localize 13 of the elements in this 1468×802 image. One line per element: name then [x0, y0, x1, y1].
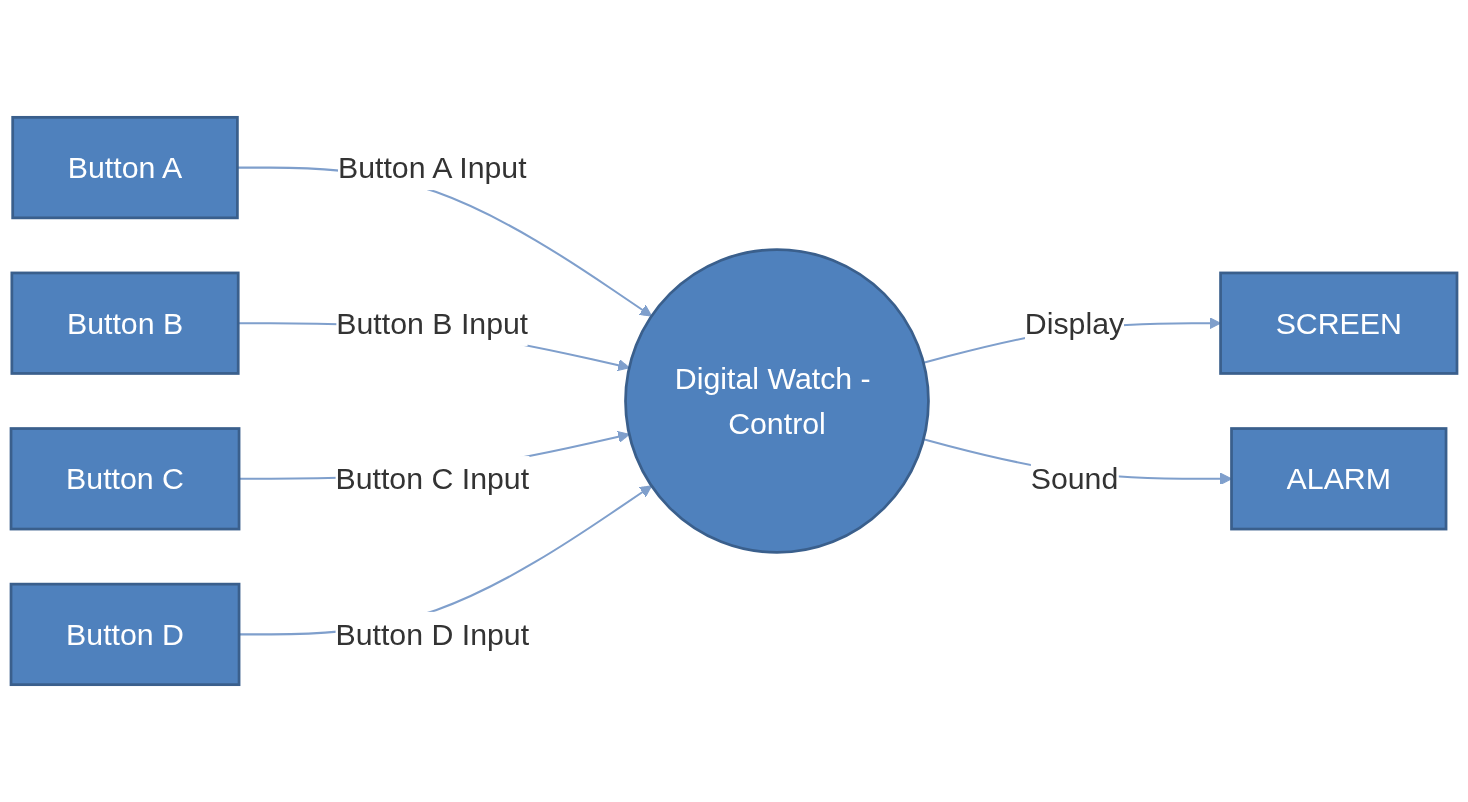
edge-label: Button B Input — [336, 305, 529, 341]
node-box: SCREEN — [1219, 271, 1459, 375]
edge-label: Display — [1024, 305, 1125, 341]
edge-label: Button A Input — [337, 150, 527, 185]
edge-label: Button C Input — [335, 461, 530, 497]
node-box: Button B — [10, 271, 240, 375]
node-box: Button C — [9, 427, 241, 531]
edge-label: Button D Input — [335, 617, 530, 652]
edge-label: Sound — [1030, 461, 1119, 497]
node-box: ALARM — [1230, 427, 1448, 531]
node-box: Button A — [11, 115, 239, 220]
node-circle: Digital Watch - Control — [624, 248, 930, 554]
node-box: Button D — [9, 582, 241, 687]
